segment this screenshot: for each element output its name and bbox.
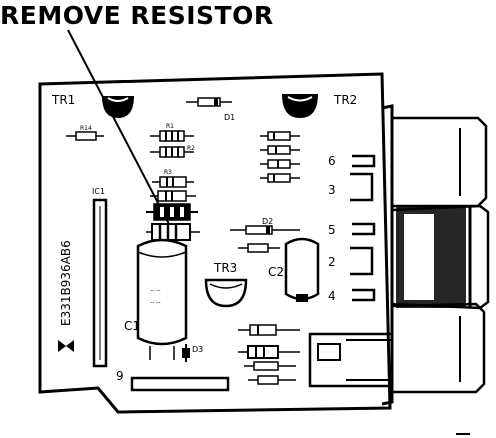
transistor-tr1 [102,96,134,118]
connector-pin-6 [352,154,376,168]
capacitor-c1: -- -- -- -- [136,238,188,360]
diode-d1 [186,97,232,107]
ic1-chip [92,198,108,368]
label-tr1: TR1 [51,93,75,107]
resistor-bottom-3 [244,361,296,371]
label-r2: R2 [187,145,195,152]
pin-label-4: 4 [328,289,336,303]
label-tr3: TR3 [213,261,237,275]
connector-pin-4 [352,288,376,302]
label-pin-9: 9 [116,369,124,383]
label-d3: D3 [192,345,203,354]
resistor-bottom-2 [238,345,300,359]
label-ic1: IC1 [92,187,105,196]
diode-d3 [182,344,190,362]
terminal-block [308,332,394,388]
capacitor-c2 [284,237,320,302]
label-r3: R3 [164,169,172,176]
pin-label-2: 2 [328,255,336,269]
connector-pin-2 [350,246,374,276]
resistor-r4 [150,190,196,202]
callout-leader-line [67,29,171,227]
connector-housing [381,104,490,406]
pin-label-5: 5 [328,223,336,237]
circuit-board-outline [38,72,392,414]
resistor-r1 [150,130,194,142]
resistor-r2 [150,146,194,158]
resistor-small-mid [238,243,280,253]
pin-label-6: 6 [328,154,336,168]
svg-text:-- --: -- -- [150,287,161,294]
pin-label-3: 3 [328,183,336,197]
resistor-bottom-4 [248,375,296,385]
label-c2: C2 [268,265,284,279]
transistor-tr3 [204,278,248,308]
resistor-r3 [152,176,194,188]
label-r1: R1 [166,123,174,130]
connector-pin-3 [350,172,374,202]
board-code: E331B936AB6 [59,240,73,326]
transistor-tr2 [282,94,318,118]
connector-pin-5 [352,222,376,236]
label-tr2: TR2 [333,93,357,107]
label-c1: C1 [124,319,140,333]
resistor-bottom-1 [238,324,300,336]
label-r14: R14 [80,125,92,132]
resistor-r15 [146,223,200,241]
fan-logo-icon [58,340,74,352]
resistor-stack-right [260,131,300,183]
svg-text:-- --: -- -- [150,299,161,306]
bottom-header-strip [130,376,230,392]
diode-d2 [230,225,300,235]
callout-text: REMOVE RESISTOR [0,1,274,30]
label-d1: D1 [224,113,235,122]
label-d2: D2 [262,217,273,226]
resistor-r14 [66,131,104,141]
resistor-to-remove [146,203,198,221]
